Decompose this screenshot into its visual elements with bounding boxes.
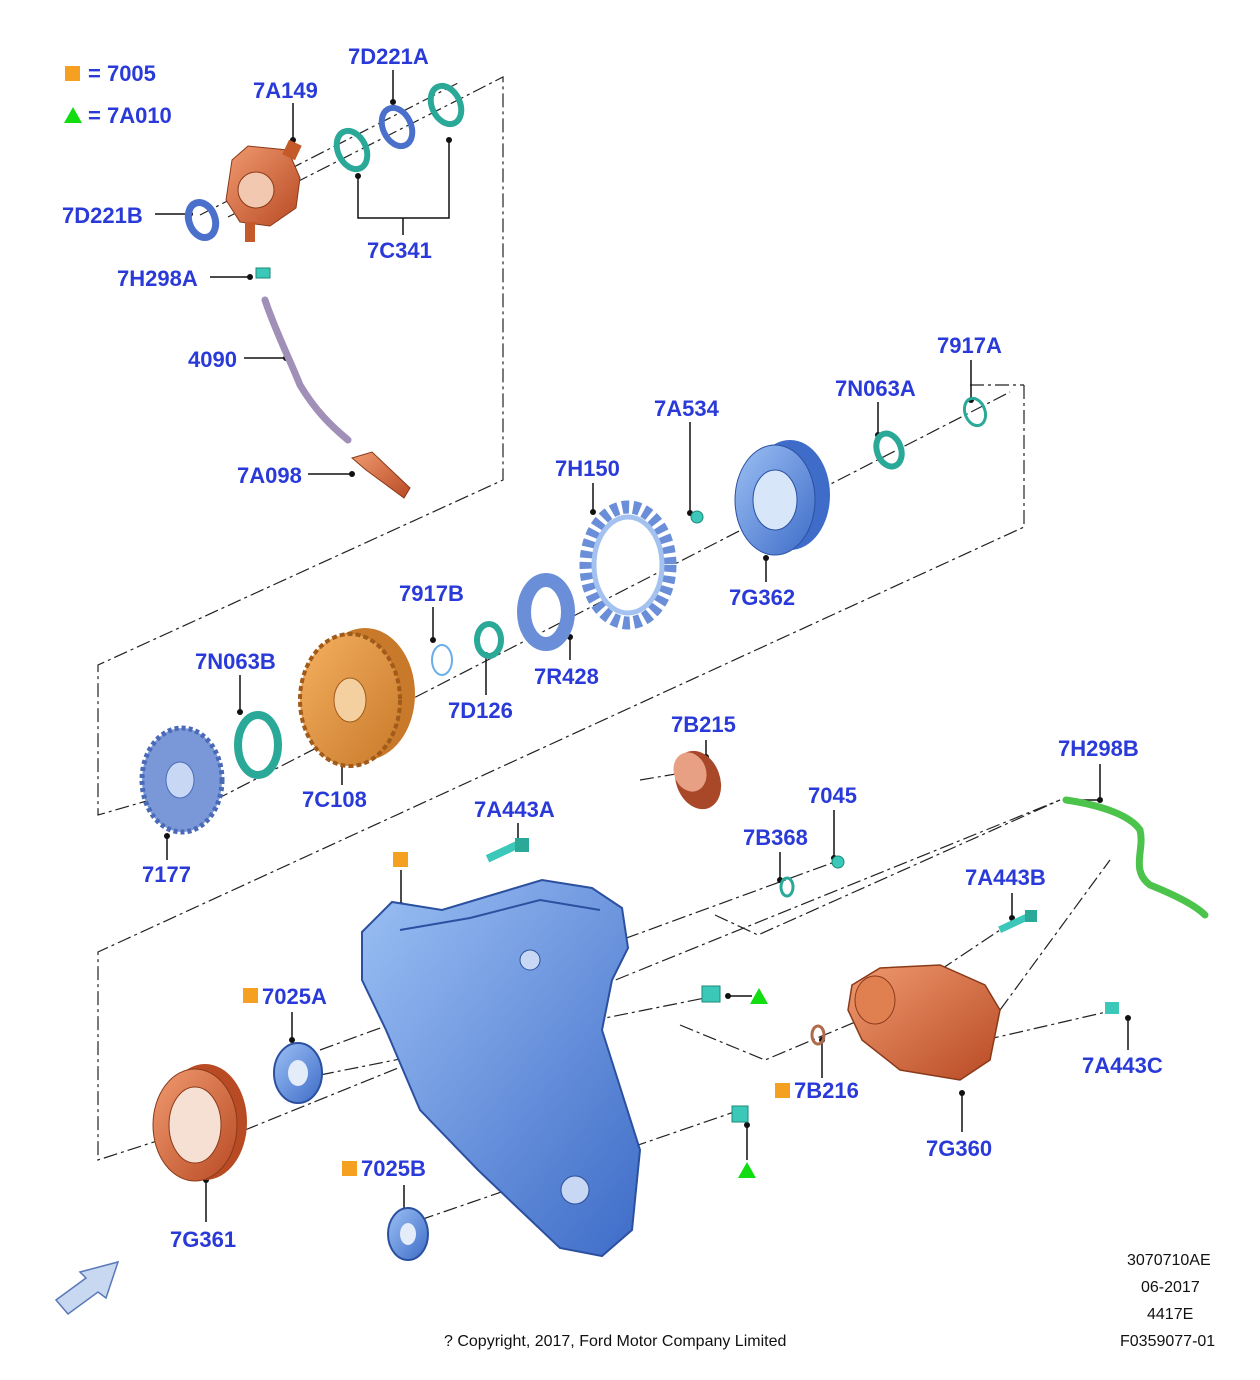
- legend-item-7005: = 7005: [88, 61, 156, 86]
- part-7060-case: [361, 878, 642, 1258]
- part-7d221b-seal: [184, 199, 220, 241]
- label-7n063a: 7N063A: [835, 376, 916, 401]
- part-fitting-upper: [701, 985, 721, 1003]
- part-7d126-seal: [474, 621, 504, 659]
- part-7h150-tone-ring: [579, 500, 677, 630]
- label-7r428: 7R428: [534, 664, 599, 689]
- label-7a443a: 7A443A: [474, 797, 555, 822]
- part-7025a-seal-hole: [288, 1060, 308, 1086]
- label-7h150: 7H150: [555, 456, 620, 481]
- label-7g360: 7G360: [926, 1136, 993, 1161]
- part-7n063b-seal: [234, 711, 282, 779]
- copyright: ? Copyright, 2017, Ford Motor Company Li…: [444, 1333, 787, 1350]
- marker-7005-7b216-icon: [775, 1083, 790, 1098]
- leader-lines: [155, 70, 1129, 1222]
- label-7b215: 7B215: [671, 712, 736, 737]
- label-7g361: 7G361: [170, 1227, 237, 1252]
- label-7h298a: 7H298A: [117, 266, 198, 291]
- label-4090: 4090: [188, 347, 237, 372]
- part-7c341-seal-a: [333, 127, 371, 173]
- part-7c341-seal-b: [427, 82, 465, 128]
- marker-7005-7025a-icon: [243, 988, 258, 1003]
- legend-item-7a010: = 7A010: [88, 103, 172, 128]
- legend-orange-square-icon: [65, 66, 80, 81]
- part-7b215-bushing: [673, 750, 722, 810]
- part-7g360-motor: [847, 964, 1001, 1081]
- part-7a534-ball: [690, 510, 704, 524]
- label-7a443c: 7A443C: [1082, 1053, 1163, 1078]
- direction-arrow-icon: [54, 1260, 120, 1316]
- part-7a443c-bolt: [1105, 1002, 1119, 1014]
- doc-date: 06-2017: [1141, 1279, 1200, 1296]
- part-7b216-ring: [810, 1024, 826, 1046]
- label-7d221b: 7D221B: [62, 203, 143, 228]
- part-7a098-sensor: [350, 451, 411, 499]
- doc-model: 4417E: [1147, 1306, 1194, 1323]
- part-7025b-seal-hole: [400, 1223, 416, 1245]
- label-7c341: 7C341: [367, 238, 432, 263]
- label-7h298b: 7H298B: [1058, 736, 1139, 761]
- label-7a443b: 7A443B: [965, 865, 1046, 890]
- legend-green-triangle-icon: [64, 107, 82, 123]
- marker-7005-7025b-icon: [342, 1161, 357, 1176]
- label-7177: 7177: [142, 862, 191, 887]
- part-7917a-ring: [962, 396, 988, 428]
- part-7n063a-seal: [873, 430, 905, 470]
- label-7d221a: 7D221A: [348, 44, 429, 69]
- part-7h298a-fitting: [255, 267, 271, 279]
- doc-figure-id: F0359077-01: [1120, 1333, 1216, 1350]
- label-7g362: 7G362: [729, 585, 796, 610]
- part-7a443a-bolt: [485, 838, 529, 863]
- part-7b368-seal: [779, 876, 795, 898]
- marker-7005-case-icon: [393, 852, 408, 867]
- label-7917a: 7917A: [937, 333, 1002, 358]
- part-7a149-housing: [225, 139, 302, 242]
- part-7h298b-tube: [1062, 796, 1209, 919]
- part-7g361-bearing: [152, 1064, 247, 1182]
- part-7177-gear: [139, 725, 225, 835]
- label-7917b: 7917B: [399, 581, 464, 606]
- label-7045: 7045: [808, 783, 857, 808]
- label-7b368: 7B368: [743, 825, 808, 850]
- label-7d126: 7D126: [448, 698, 513, 723]
- label-7025b: 7025B: [361, 1156, 426, 1181]
- label-7a534: 7A534: [654, 396, 719, 421]
- part-4090-tube: [261, 296, 352, 444]
- doc-number: 3070710AE: [1127, 1252, 1211, 1269]
- part-7917b-ring: [431, 644, 453, 676]
- marker-7a010-lower-icon: [738, 1162, 756, 1178]
- part-7c108-gear: [298, 628, 415, 768]
- label-7a149: 7A149: [253, 78, 318, 103]
- part-7a443b-bolt: [998, 910, 1037, 933]
- part-7r428-washer: [517, 573, 575, 651]
- part-fitting-lower: [731, 1105, 749, 1123]
- label-7b216: 7B216: [794, 1078, 859, 1103]
- marker-7a010-upper-icon: [750, 988, 768, 1004]
- part-7045-fitting: [831, 855, 845, 869]
- label-7n063b: 7N063B: [195, 649, 276, 674]
- label-7a098: 7A098: [237, 463, 302, 488]
- part-7g362-bearing: [734, 440, 830, 556]
- label-7c108: 7C108: [302, 787, 367, 812]
- part-7d221a-seal: [378, 104, 416, 150]
- label-7025a: 7025A: [262, 984, 327, 1009]
